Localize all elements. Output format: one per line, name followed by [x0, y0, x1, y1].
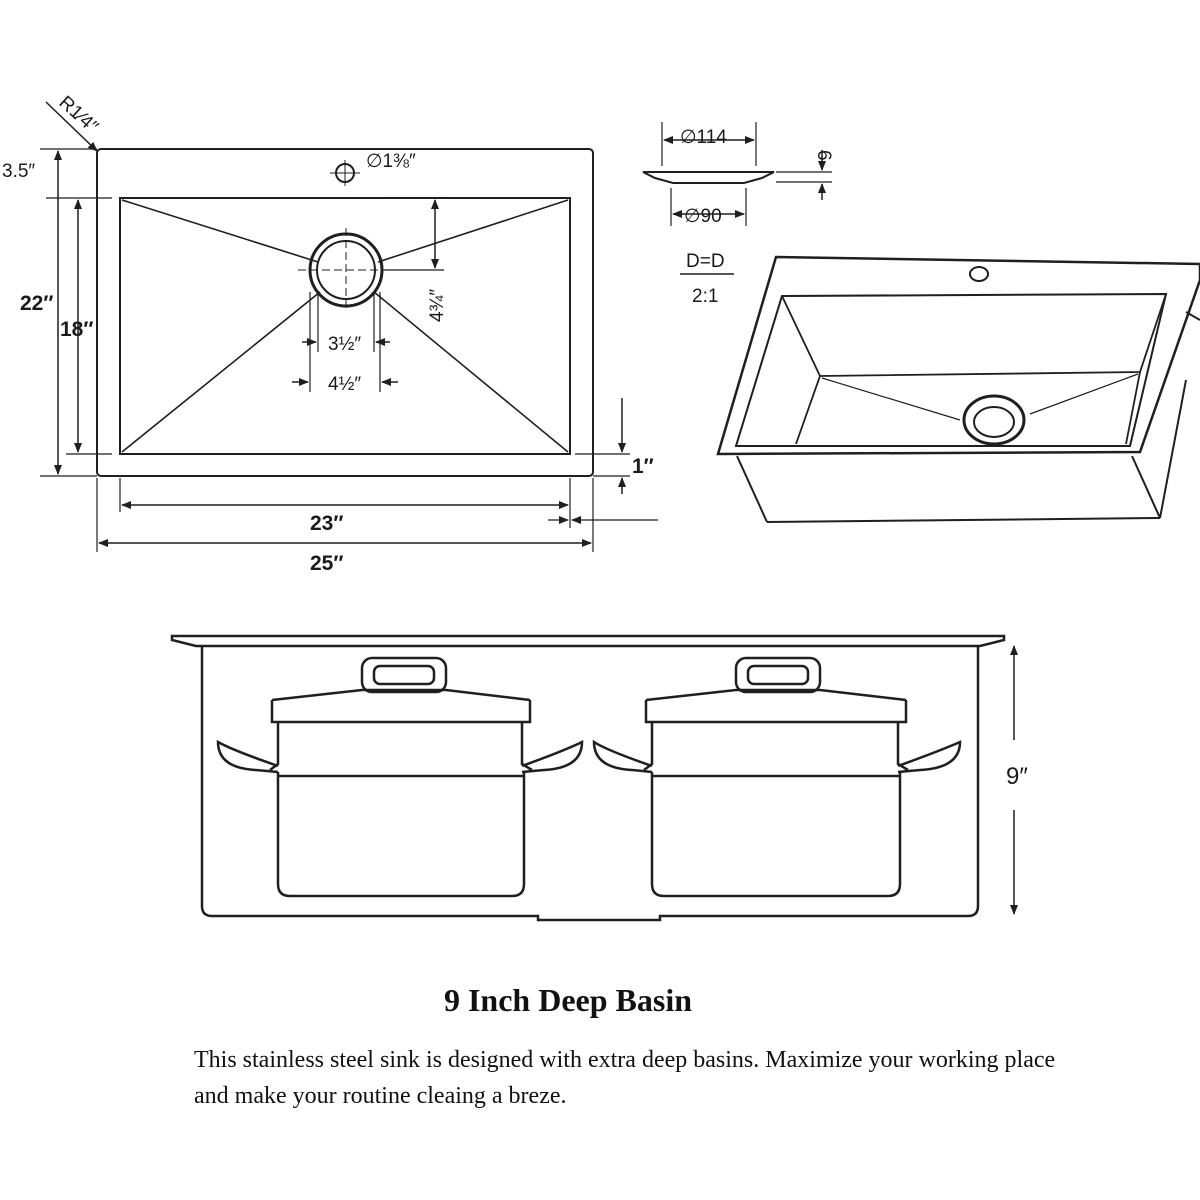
- strainer-detail: [642, 122, 832, 226]
- scale-ratio: 2:1: [692, 286, 718, 307]
- caption-title: 9 Inch Deep Basin: [443, 982, 693, 1018]
- basin-depth-label: 9″: [1006, 763, 1028, 790]
- top-view: [40, 101, 658, 552]
- isometric-view: [716, 255, 1200, 523]
- faucet-hole-label: ∅1⅜″: [366, 151, 416, 172]
- stock-pot-right: [592, 656, 962, 898]
- scale-label: D=D: [686, 251, 725, 272]
- caption-body: This stainless steel sink is designed wi…: [194, 1047, 1056, 1109]
- front-rim-label: 1″: [632, 455, 654, 478]
- scale-note: D=D 2:1: [680, 251, 734, 307]
- sink-outer-rim: [96, 148, 594, 477]
- rim-width-label: 3.5″: [2, 161, 35, 182]
- isometric-faucet-hole: [969, 266, 989, 282]
- isometric-drain: [962, 394, 1026, 446]
- corner-radius-label: R1⁄4″: [55, 92, 103, 138]
- overall-width-label: 25″: [310, 552, 343, 575]
- bowl-depth-label: 18″: [60, 318, 93, 341]
- side-view: [170, 634, 1018, 922]
- basin-profile: [200, 646, 980, 922]
- drain-offset-label: 4¾″: [427, 289, 448, 322]
- bowl-width-label: 23″: [310, 512, 343, 535]
- sink-bowl-outline: [119, 197, 571, 455]
- stock-pot-left: [216, 656, 584, 898]
- strainer-height-label: 6: [813, 150, 834, 161]
- overall-depth-label: 22″: [20, 292, 53, 315]
- drain-outer-label: 4½″: [328, 374, 361, 395]
- strainer-top-diameter-label: ∅114: [680, 127, 727, 148]
- drain-inner-label: 3½″: [328, 334, 361, 355]
- strainer-bottom-diameter-label: ∅90: [684, 206, 722, 227]
